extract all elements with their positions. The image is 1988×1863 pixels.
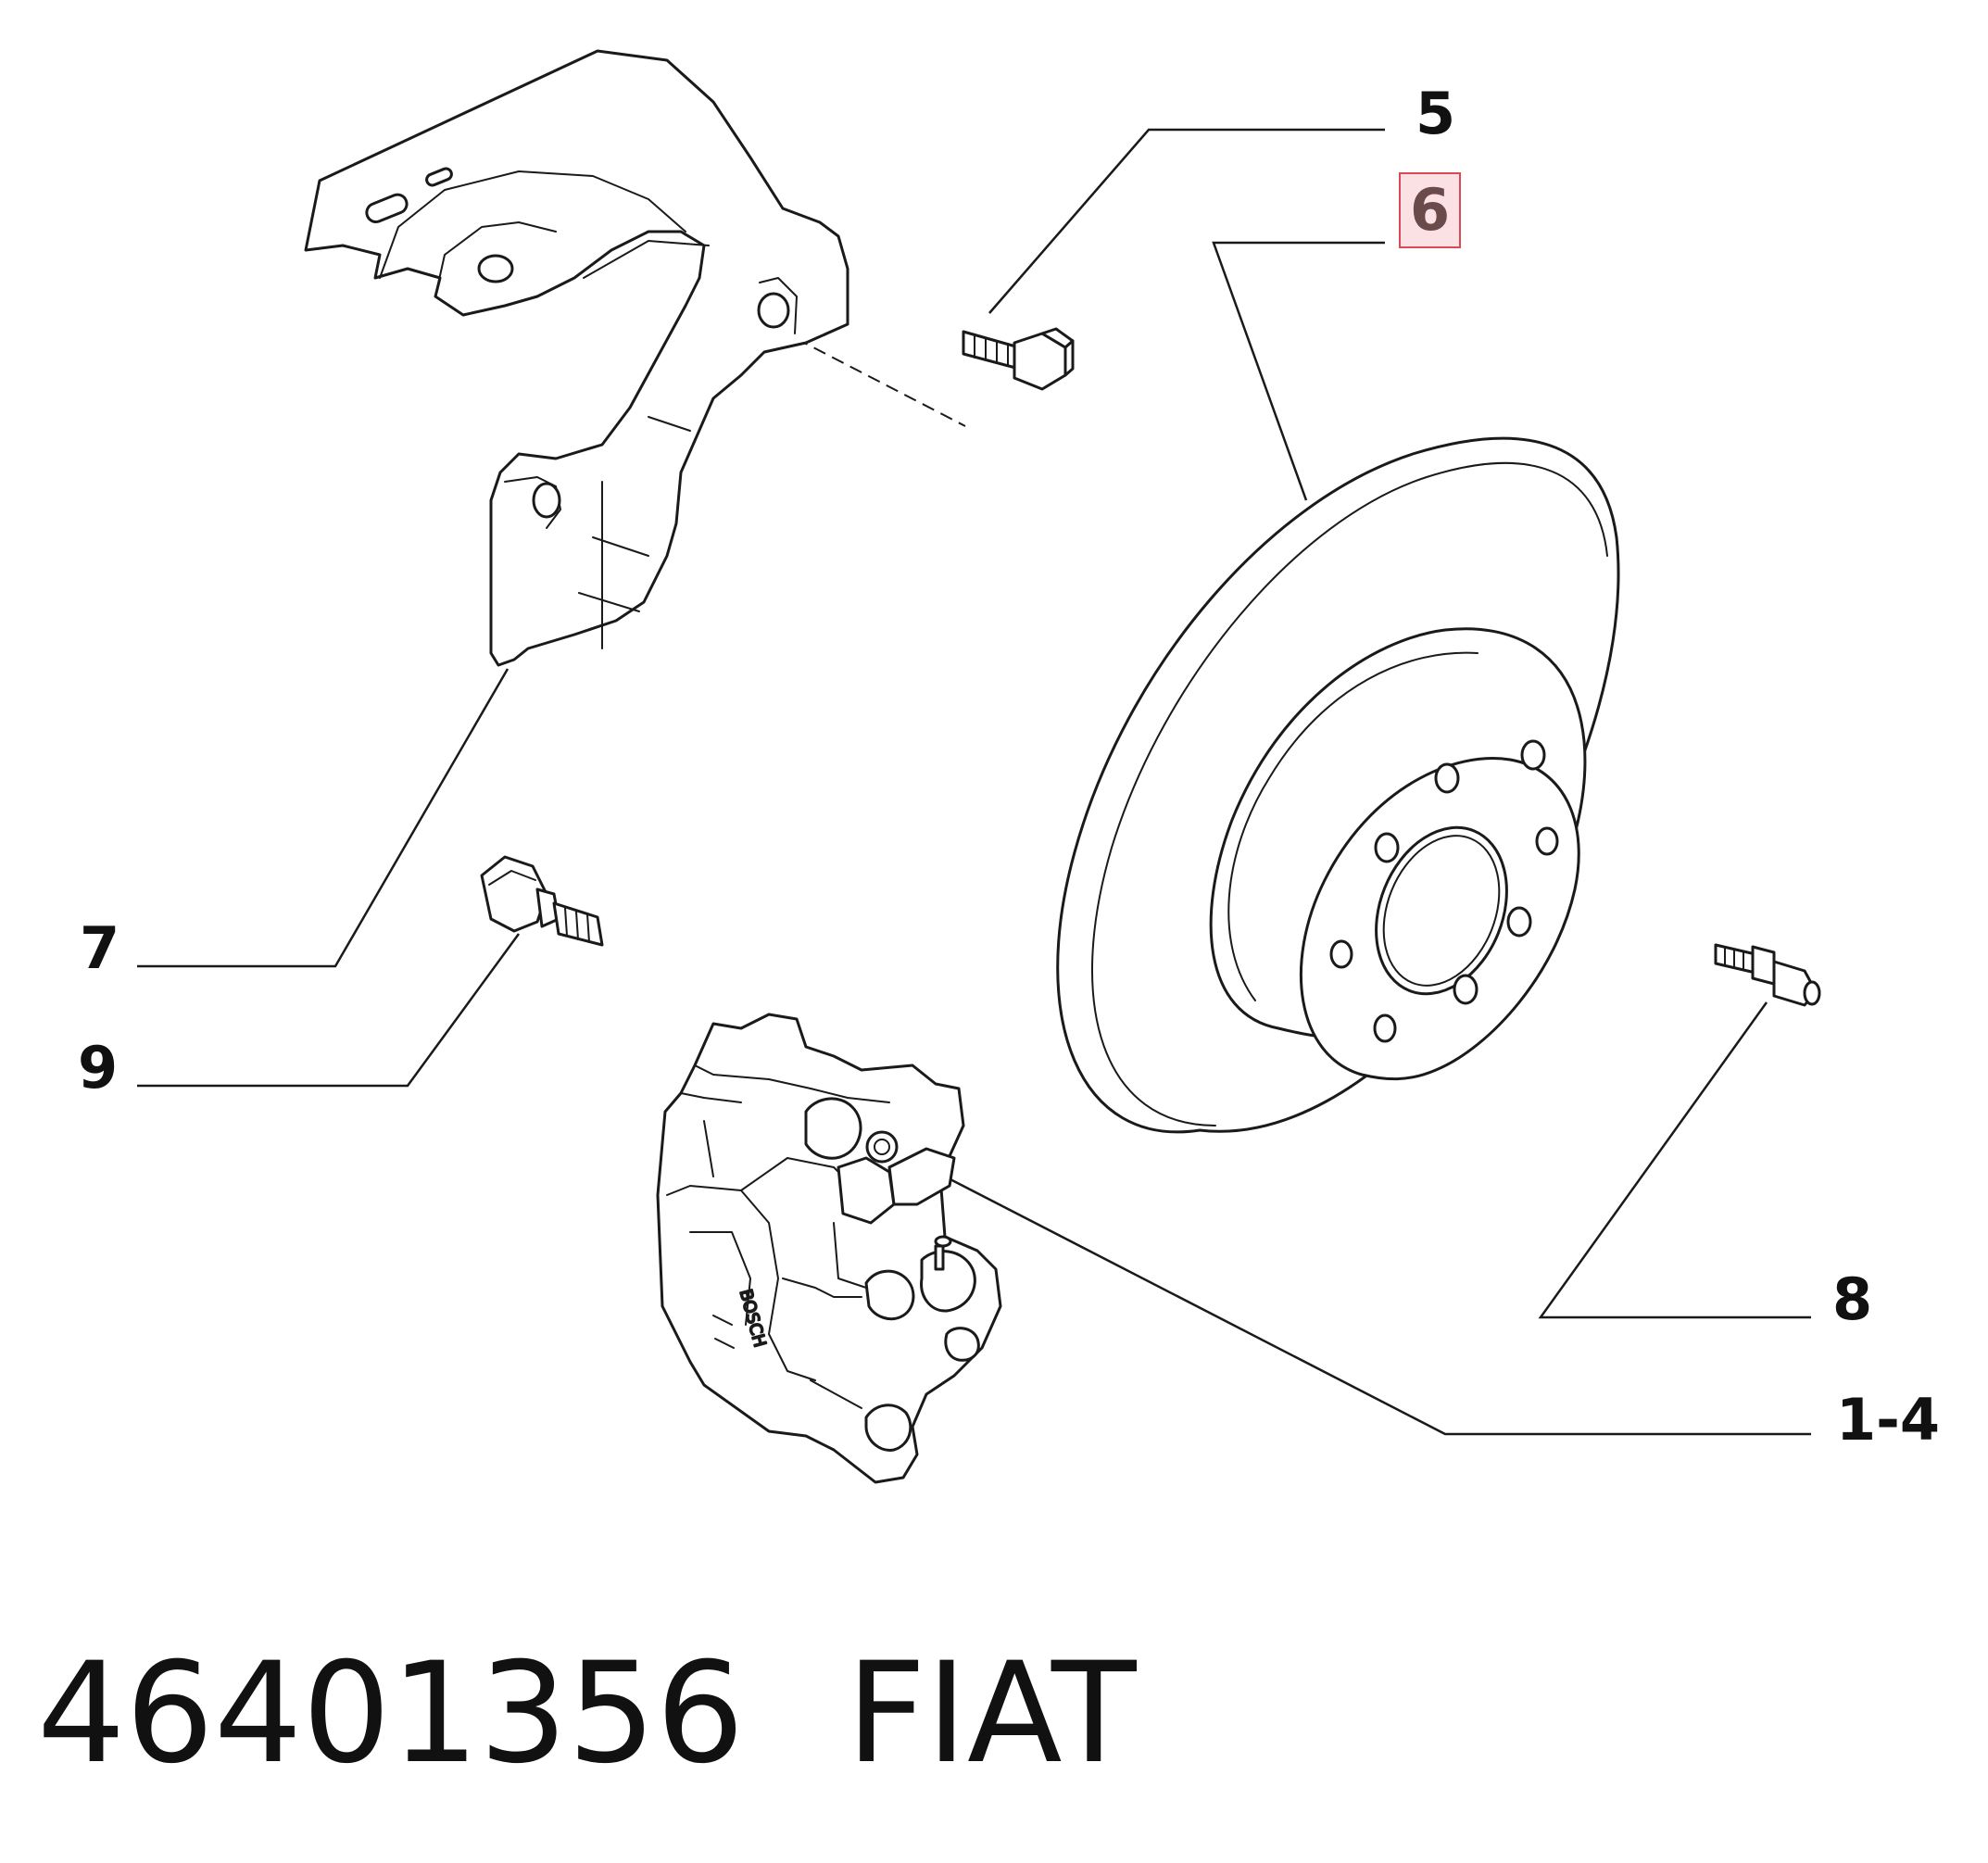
callout-7: 7 bbox=[80, 914, 120, 982]
hex-bolt-5 bbox=[962, 327, 1075, 391]
callout-9: 9 bbox=[78, 1034, 119, 1101]
callout-8: 8 bbox=[1832, 1265, 1873, 1333]
callout-5: 5 bbox=[1416, 80, 1456, 147]
brake-disc-6 bbox=[1056, 436, 1620, 1134]
dust-shield-bracket bbox=[304, 49, 849, 667]
brand-name: FIAT bbox=[846, 1633, 1137, 1794]
leader-7 bbox=[137, 668, 510, 968]
locating-pin-8 bbox=[1714, 943, 1821, 1007]
bolt-9 bbox=[480, 855, 604, 947]
leader-9 bbox=[137, 933, 521, 1088]
leader-8 bbox=[1538, 1001, 1811, 1319]
leader-lines bbox=[137, 128, 1811, 1436]
leader-5 bbox=[988, 128, 1385, 314]
callout-1-4: 1-4 bbox=[1836, 1386, 1941, 1454]
callout-6-highlighted: 6 bbox=[1399, 172, 1462, 248]
leader-1-4 bbox=[944, 1175, 1811, 1436]
leader-6 bbox=[1212, 241, 1385, 501]
part-number: 46401356 bbox=[37, 1633, 745, 1794]
brake-caliper-1-4: BOSCH bbox=[656, 1013, 1002, 1484]
bolt-axis-dashline bbox=[759, 319, 966, 427]
